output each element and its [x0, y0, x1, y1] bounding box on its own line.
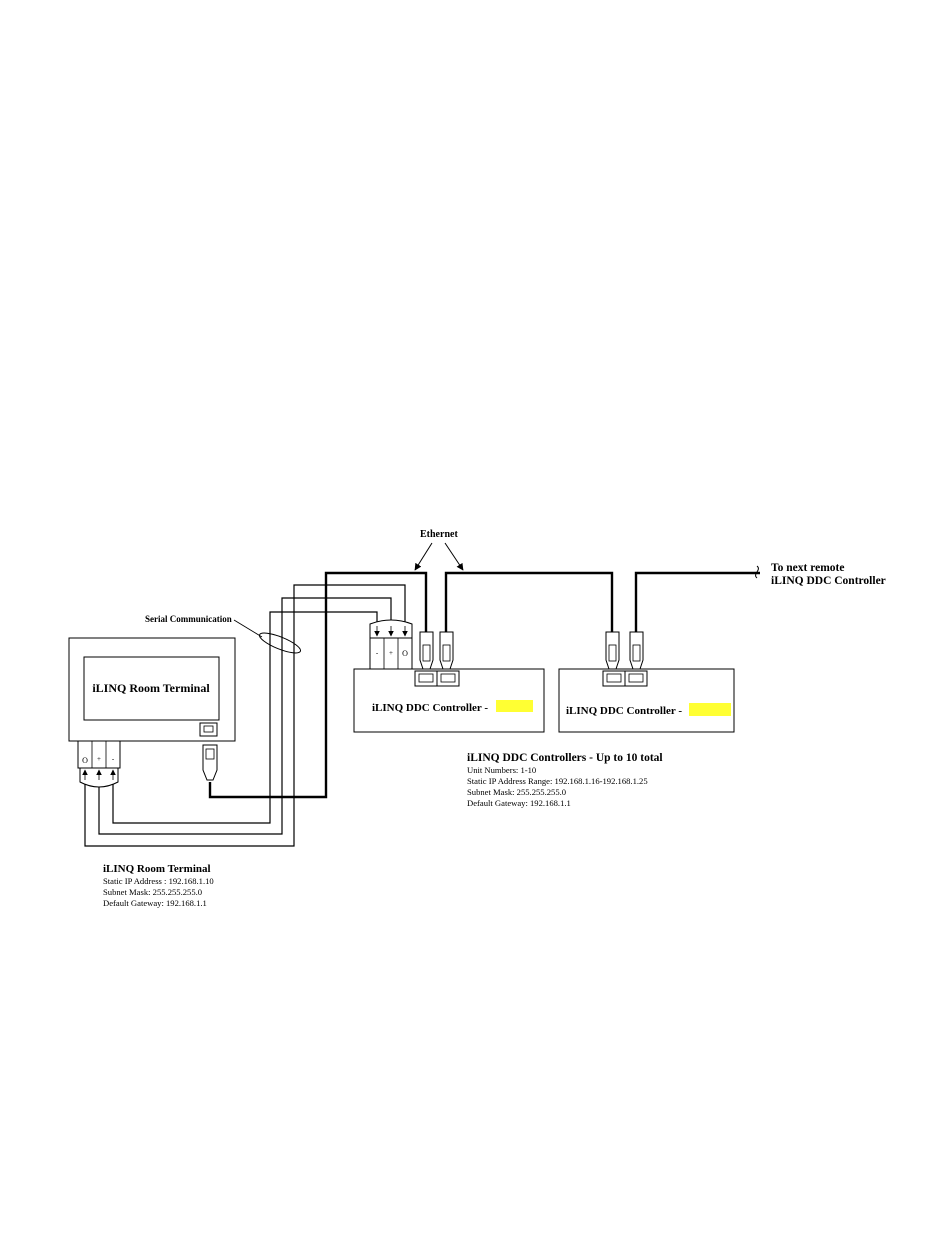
controllers-info-subnet: Subnet Mask: 255.255.255.0: [467, 787, 566, 797]
room-terminal-screen: [83, 656, 220, 721]
next-remote-label-line1: To next remote: [771, 562, 844, 574]
controller2-ethernet-port-right: [624, 670, 648, 687]
controllers-info-unit-numbers: Unit Numbers: 1-10: [467, 765, 536, 775]
room-terminal-ethernet-plug: [202, 744, 218, 781]
room-terminal-info-ip: Static IP Address : 192.168.1.10: [103, 876, 214, 886]
ethernet-arrow-right: [444, 542, 464, 571]
room-terminal: iLINQ Room Terminal O + -: [68, 637, 236, 788]
serial-wire-2: [98, 597, 392, 835]
controllers-info-gateway: Default Gateway: 192.168.1.1: [467, 798, 571, 808]
room-terminal-ethernet-port: [199, 722, 218, 737]
room-terminal-info-subnet: Subnet Mask: 255.255.255.0: [103, 887, 202, 897]
controller1-ethernet-plug-right: [439, 631, 454, 670]
controller1-mark-o: O: [402, 649, 408, 658]
room-terminal-info-gateway: Default Gateway: 192.168.1.1: [103, 898, 207, 908]
controllers-info-title: iLINQ DDC Controllers - Up to 10 total: [467, 752, 663, 764]
controller1-plug-right-tab: [442, 644, 451, 662]
serial-label-leader: [233, 619, 263, 638]
serial-wires: [84, 584, 406, 847]
room-terminal-mark-o: O: [82, 756, 88, 765]
ethernet-cable-terminal-to-controller1: [208, 571, 428, 799]
next-remote-label-line2: iLINQ DDC Controller: [771, 575, 886, 587]
ethernet-arrow-left: [414, 542, 433, 571]
controller1-port-left-inner: [418, 673, 434, 683]
controllers-info-ip-range: Static IP Address Range: 192.168.1.16-19…: [467, 776, 648, 786]
serial-bundle-ellipse: [258, 632, 302, 654]
controller2-port-right-inner: [628, 673, 644, 683]
ethernet-cable-to-next-remote: [634, 571, 760, 632]
controller1-ethernet-port-right: [436, 670, 460, 687]
serial-communication-label: Serial Communication: [145, 614, 232, 624]
controller1-ethernet-plug-left: [419, 631, 434, 670]
ddc-controller-2: iLINQ DDC Controller -: [558, 631, 735, 733]
controller1-port-right-inner: [440, 673, 456, 683]
ddc-controller-1: iLINQ DDC Controller - - + O: [353, 619, 545, 733]
controller2-plug-left-tab: [608, 644, 617, 662]
controller1-mark-minus: -: [376, 649, 379, 657]
controller2-plug-right-tab: [632, 644, 641, 662]
ethernet-label: Ethernet: [420, 529, 458, 540]
controller2-unit-highlight: [689, 703, 731, 716]
serial-wire-1: [112, 611, 378, 824]
ethernet-cables: [208, 571, 760, 799]
controller1-mark-plus: +: [389, 649, 393, 657]
controller2-ethernet-plug-right: [629, 631, 644, 670]
controller2-label: iLINQ DDC Controller -: [566, 705, 682, 717]
controller2-port-left-inner: [606, 673, 622, 683]
room-terminal-mark-plus: +: [97, 755, 101, 763]
serial-wire-3: [84, 584, 406, 847]
controller1-terminal-block: [369, 637, 413, 670]
controller1-unit-highlight: [496, 700, 533, 712]
controller2-ethernet-port-left: [602, 670, 626, 687]
room-terminal-port-inner: [203, 725, 214, 733]
room-terminal-screen-label: iLINQ Room Terminal: [92, 681, 210, 695]
controller1-plug-left-tab: [422, 644, 431, 662]
ethernet-cable-controller1-to-controller2: [444, 571, 614, 632]
controller2-ethernet-plug-left: [605, 631, 620, 670]
controller1-ethernet-port-left: [414, 670, 438, 687]
room-terminal-plug-tab: [205, 748, 215, 760]
room-terminal-mark-minus: -: [112, 755, 115, 763]
cable-break-mark: [755, 565, 759, 579]
room-terminal-info-title: iLINQ Room Terminal: [103, 863, 211, 875]
controller1-label: iLINQ DDC Controller -: [372, 702, 488, 714]
